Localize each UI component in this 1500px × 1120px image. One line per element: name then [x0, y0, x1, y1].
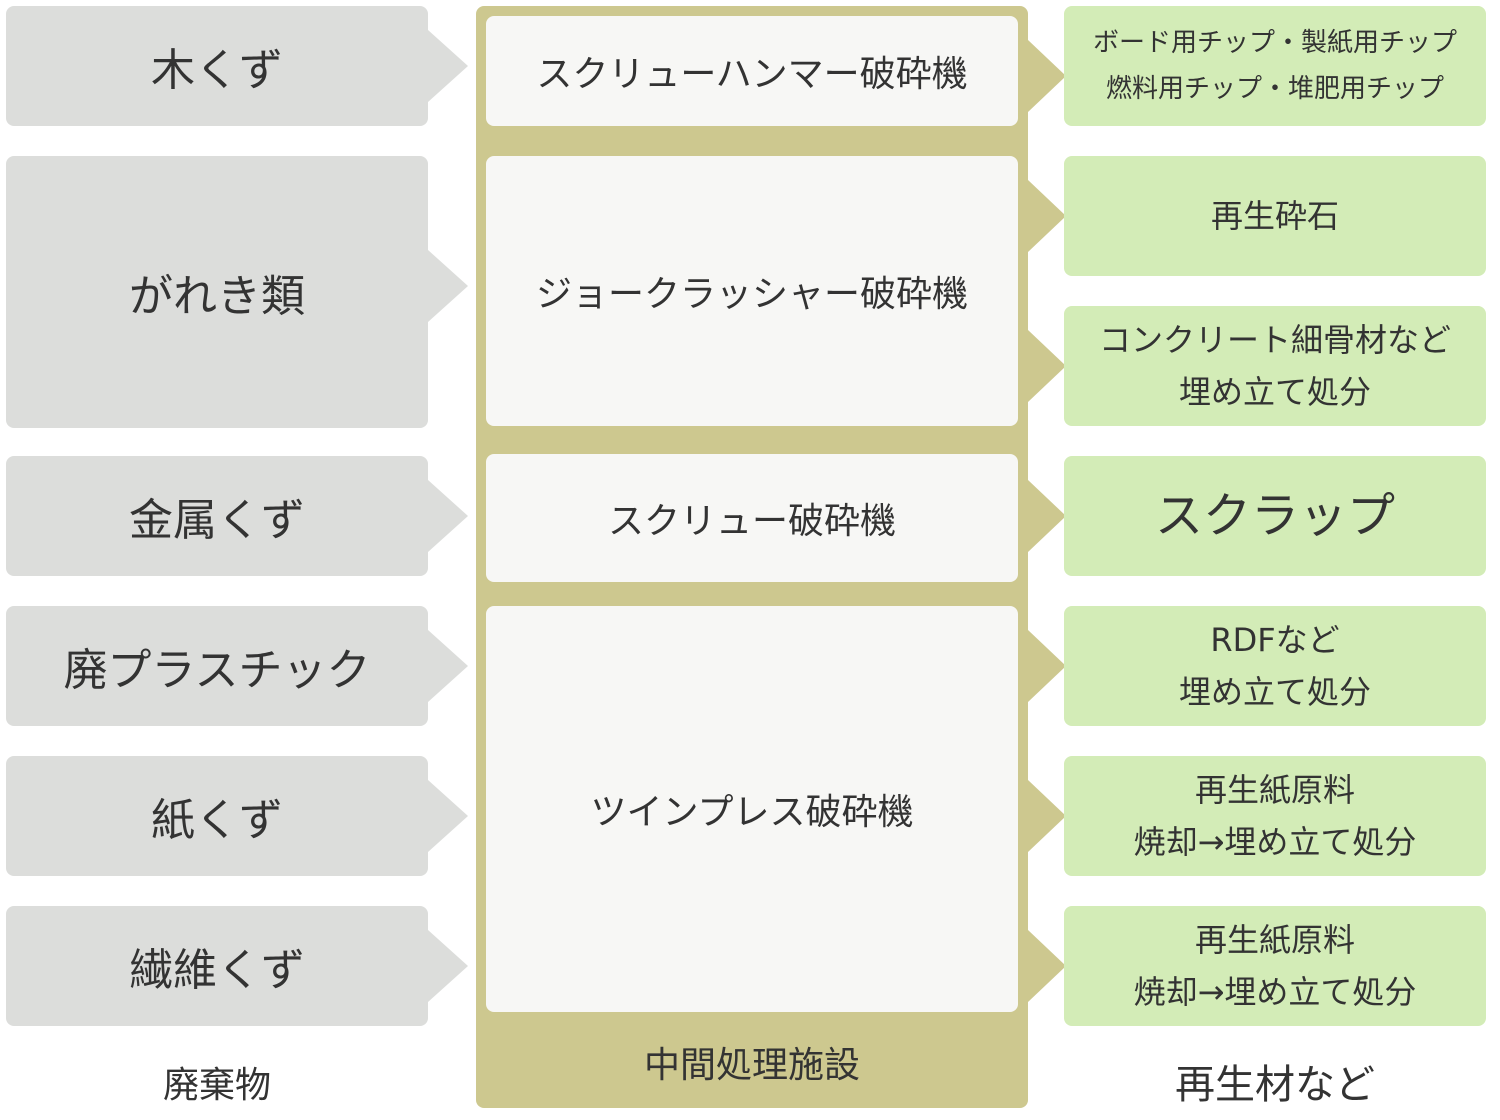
output-line: RDFなど — [1210, 621, 1340, 659]
machine-screw-hammer: スクリューハンマー破砕機 — [486, 16, 1018, 126]
machine-screw: スクリュー破砕機 — [486, 454, 1018, 582]
output-line: 埋め立て処分 — [1178, 673, 1371, 711]
waste-box-rubble: がれき類 — [6, 156, 428, 428]
machine-twin-press: ツインプレス破砕機 — [486, 606, 1018, 1012]
arrow-icon — [1028, 330, 1066, 402]
arrow-icon — [428, 930, 468, 1002]
waste-column-label: 廃棄物 — [162, 1065, 271, 1106]
output-line: 焼却→埋め立て処分 — [1133, 823, 1417, 861]
facility-label: 中間処理施設 — [643, 1045, 860, 1086]
output-line: 焼却→埋め立て処分 — [1133, 973, 1417, 1011]
arrow-icon — [1028, 930, 1066, 1002]
arrow-icon — [428, 780, 468, 852]
waste-label: がれき類 — [129, 271, 305, 322]
waste-label: 金属くず — [129, 495, 305, 546]
waste-label: 木くず — [151, 45, 283, 96]
machine-label: ジョークラッシャー破砕機 — [535, 274, 968, 315]
machine-label: スクリューハンマー破砕機 — [536, 54, 968, 95]
arrow-icon — [1028, 480, 1066, 552]
output-line: ボード用チップ・製紙用チップ — [1092, 28, 1457, 58]
output-concrete-aggregate: コンクリート細骨材など 埋め立て処分 — [1064, 306, 1486, 426]
waste-label: 廃プラスチック — [63, 645, 371, 696]
arrow-icon — [1028, 630, 1066, 702]
arrow-icon — [428, 480, 468, 552]
arrow-icon — [428, 30, 468, 102]
output-line: 燃料用チップ・堆肥用チップ — [1105, 74, 1444, 104]
arrow-icon — [428, 250, 468, 322]
waste-box-fiber: 繊維くず — [6, 906, 428, 1026]
output-column-label: 再生材など — [1175, 1062, 1375, 1108]
waste-box-paper: 紙くず — [6, 756, 428, 876]
output-line: コンクリート細骨材など — [1098, 321, 1451, 359]
machine-jaw-crusher: ジョークラッシャー破砕機 — [486, 156, 1018, 426]
output-recycled-crushed-stone: 再生砕石 — [1064, 156, 1486, 276]
output-rdf: RDFなど 埋め立て処分 — [1064, 606, 1486, 726]
arrow-icon — [1028, 180, 1066, 252]
arrow-icon — [428, 630, 468, 702]
output-line: スクラップ — [1154, 488, 1395, 544]
machine-label: スクリュー破砕機 — [607, 501, 896, 542]
output-paper-material: 再生紙原料 焼却→埋め立て処分 — [1064, 756, 1486, 876]
arrow-icon — [1028, 40, 1066, 112]
output-scrap: スクラップ — [1064, 456, 1486, 576]
output-line: 埋め立て処分 — [1178, 373, 1371, 411]
arrow-icon — [1028, 780, 1066, 852]
waste-label: 紙くず — [151, 795, 283, 846]
output-chips: ボード用チップ・製紙用チップ 燃料用チップ・堆肥用チップ — [1064, 6, 1486, 126]
output-line: 再生砕石 — [1210, 197, 1339, 235]
waste-box-metal: 金属くず — [6, 456, 428, 576]
waste-box-wood: 木くず — [6, 6, 428, 126]
machine-label: ツインプレス破砕機 — [590, 792, 914, 833]
output-line: 再生紙原料 — [1194, 771, 1355, 809]
waste-box-plastic: 廃プラスチック — [6, 606, 428, 726]
output-paper-material-2: 再生紙原料 焼却→埋め立て処分 — [1064, 906, 1486, 1026]
output-line: 再生紙原料 — [1194, 921, 1355, 959]
waste-label: 繊維くず — [129, 945, 305, 996]
